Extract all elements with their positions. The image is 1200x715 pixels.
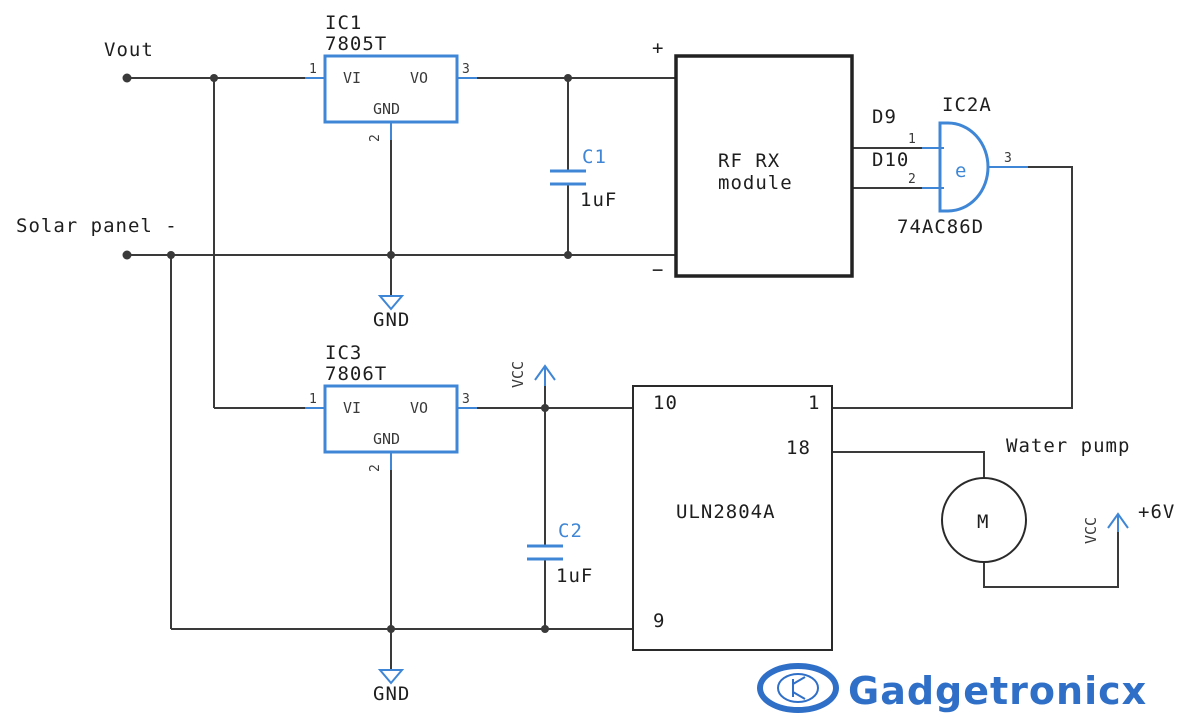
vcc-symbol-1: VCC — [509, 361, 556, 388]
water-pump-motor: M Water pump — [941, 435, 1130, 563]
gadgetronicx-logo: Gadgetronicx — [757, 663, 1147, 713]
gnd-symbol-bottom: GND — [373, 669, 410, 705]
uln-pin10: 10 — [653, 392, 678, 414]
uln-name: ULN2804A — [676, 501, 776, 523]
wire-uln-motor — [832, 451, 985, 478]
ic1-part: 7805T — [325, 33, 387, 55]
rx-plus-label: + — [652, 37, 664, 59]
ic2a-pin3: 3 — [1004, 151, 1012, 166]
uln-pin18: 18 — [786, 437, 811, 459]
uln-body — [632, 385, 833, 651]
ic2a-pin2: 2 — [908, 172, 916, 187]
vcc-label-1: VCC — [509, 361, 527, 388]
c2-value: 1uF — [556, 565, 593, 587]
c2-ref: C2 — [558, 520, 583, 542]
logo-transistor-icon — [777, 673, 819, 703]
uln-pin9: 9 — [653, 610, 665, 632]
ic1-vi: VI — [343, 69, 361, 87]
ic2a-part: 74AC86D — [897, 216, 984, 238]
junction-dot — [564, 251, 572, 259]
ic1-pin1: 1 — [309, 62, 317, 77]
logo-emitter-line — [792, 691, 806, 700]
ic2a-symbol: e — [955, 160, 967, 182]
ic2a-ref: IC2A — [942, 94, 992, 116]
ic1-gnd-label: GND — [373, 100, 400, 118]
rf-rx-line1: RF RX — [718, 150, 780, 172]
ic3-ref: IC3 — [325, 342, 362, 364]
ic1-ref: IC1 — [325, 12, 362, 34]
logo-collector-line — [792, 676, 806, 685]
ic2a-pin1: 1 — [908, 132, 916, 147]
uln2804a-driver: ULN2804A 10 1 18 9 — [632, 385, 833, 651]
ic2a-xor-gate: e IC2A 74AC86D 1 2 3 — [897, 94, 1028, 238]
gnd-triangle-icon — [377, 669, 405, 685]
rf-rx-line2: module — [718, 172, 793, 194]
ic3-vo: VO — [410, 399, 428, 417]
wires — [127, 77, 1119, 670]
ic3-part: 7806T — [325, 363, 387, 385]
wire-motor-vcc — [983, 530, 1119, 588]
ic3-vi: VI — [343, 399, 361, 417]
uln-pin1: 1 — [808, 392, 820, 414]
vout-terminal — [122, 73, 132, 83]
motor-icon — [941, 477, 1027, 563]
c1-value: 1uF — [580, 189, 617, 211]
ic1-pin2: 2 — [368, 134, 383, 142]
ic2a-body — [938, 121, 990, 213]
rf-rx-module: RF RX module + − D9 D10 — [652, 37, 909, 281]
junction-dot — [541, 404, 549, 412]
supply-label: +6V — [1138, 501, 1175, 523]
d9-label: D9 — [872, 106, 897, 128]
logo-text: Gadgetronicx — [848, 669, 1147, 713]
junction-dot — [541, 625, 549, 633]
junction-dot — [564, 74, 572, 82]
vcc-arrow-icon — [534, 364, 556, 381]
gnd-symbol-top: GND — [373, 295, 410, 331]
ic3-gnd-label: GND — [373, 430, 400, 448]
vcc-label-2: VCC — [1082, 517, 1100, 544]
rx-minus-label: − — [652, 259, 664, 281]
logo-ring-icon — [757, 663, 839, 713]
ic3-pin2: 2 — [368, 464, 383, 472]
capacitor-c2: C2 1uF — [527, 520, 593, 587]
junction-dot — [210, 74, 218, 82]
vcc-symbol-2: VCC +6V — [1082, 501, 1175, 544]
ic1-pin3: 3 — [462, 62, 470, 77]
vcc-arrow-icon — [1107, 512, 1129, 529]
ic3-regulator: IC3 7806T VI VO GND 1 3 2 — [305, 342, 477, 472]
ic1-regulator: IC1 7805T VI VO GND 1 3 2 — [305, 12, 477, 142]
wire-xor-uln — [832, 166, 1073, 409]
solar-terminal — [122, 250, 132, 260]
gnd-label-bottom: GND — [373, 683, 410, 705]
ic3-pin1: 1 — [309, 392, 317, 407]
ic1-vo: VO — [410, 69, 428, 87]
terminals — [122, 73, 572, 633]
c1-ref: C1 — [582, 146, 607, 168]
junction-dot — [387, 625, 395, 633]
ic3-pin3: 3 — [462, 392, 470, 407]
rf-rx-body — [674, 54, 854, 278]
junction-dot — [167, 251, 175, 259]
ic1-body — [323, 54, 459, 124]
d10-label: D10 — [872, 149, 909, 171]
capacitor-c1: C1 1uF — [550, 146, 617, 211]
gnd-triangle-icon — [377, 295, 405, 311]
vout-label: Vout — [104, 39, 154, 61]
water-pump-label: Water pump — [1006, 435, 1130, 457]
junction-dot — [387, 251, 395, 259]
motor-symbol: M — [977, 511, 989, 533]
gnd-label-top: GND — [373, 309, 410, 331]
solar-panel-label: Solar panel - — [16, 215, 178, 237]
ic3-body — [323, 384, 459, 454]
